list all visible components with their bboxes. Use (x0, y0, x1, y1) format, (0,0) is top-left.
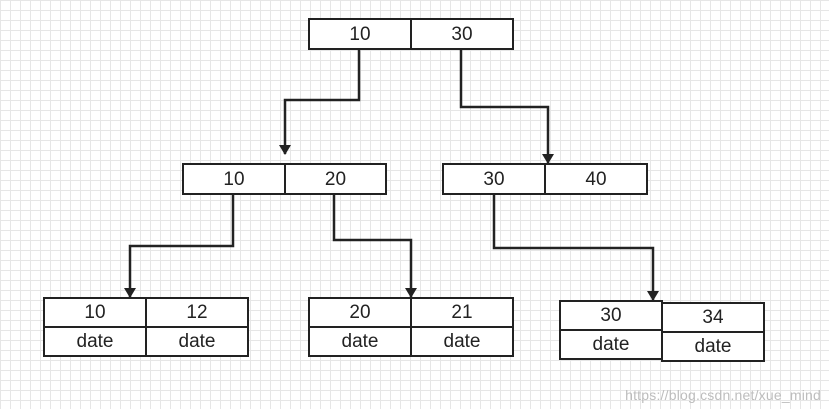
leaf-1-key-1: 10 (43, 297, 147, 328)
internal-left-key-1: 10 (182, 163, 286, 195)
leaf-2-key-1: 20 (308, 297, 412, 328)
internal-right-key-1: 30 (442, 163, 546, 195)
arrow-root-to-internal-right (459, 50, 554, 164)
watermark-text: https://blog.csdn.net/xue_mind (625, 387, 821, 403)
root-key-2: 30 (410, 18, 514, 50)
arrow-internal-left-to-leaf-1 (124, 195, 235, 298)
leaf-3-key-2: 34 (661, 302, 765, 333)
leaf-2-value-2: date (410, 326, 514, 357)
root-key-1: 10 (308, 18, 412, 50)
leaf-3-value-2: date (661, 331, 765, 362)
arrow-internal-left-to-leaf-2 (332, 195, 417, 298)
leaf-2-value-1: date (308, 326, 412, 357)
leaf-3-value-1: date (559, 329, 663, 360)
arrow-internal-right-to-leaf-3 (492, 195, 659, 301)
leaf-1-value-1: date (43, 326, 147, 357)
arrow-root-to-internal-left (279, 50, 361, 155)
internal-left-key-2: 20 (284, 163, 387, 195)
leaf-3-key-1: 30 (559, 300, 663, 331)
leaf-1-key-2: 12 (145, 297, 249, 328)
leaf-2-key-2: 21 (410, 297, 514, 328)
leaf-1-value-2: date (145, 326, 249, 357)
internal-right-key-2: 40 (544, 163, 648, 195)
